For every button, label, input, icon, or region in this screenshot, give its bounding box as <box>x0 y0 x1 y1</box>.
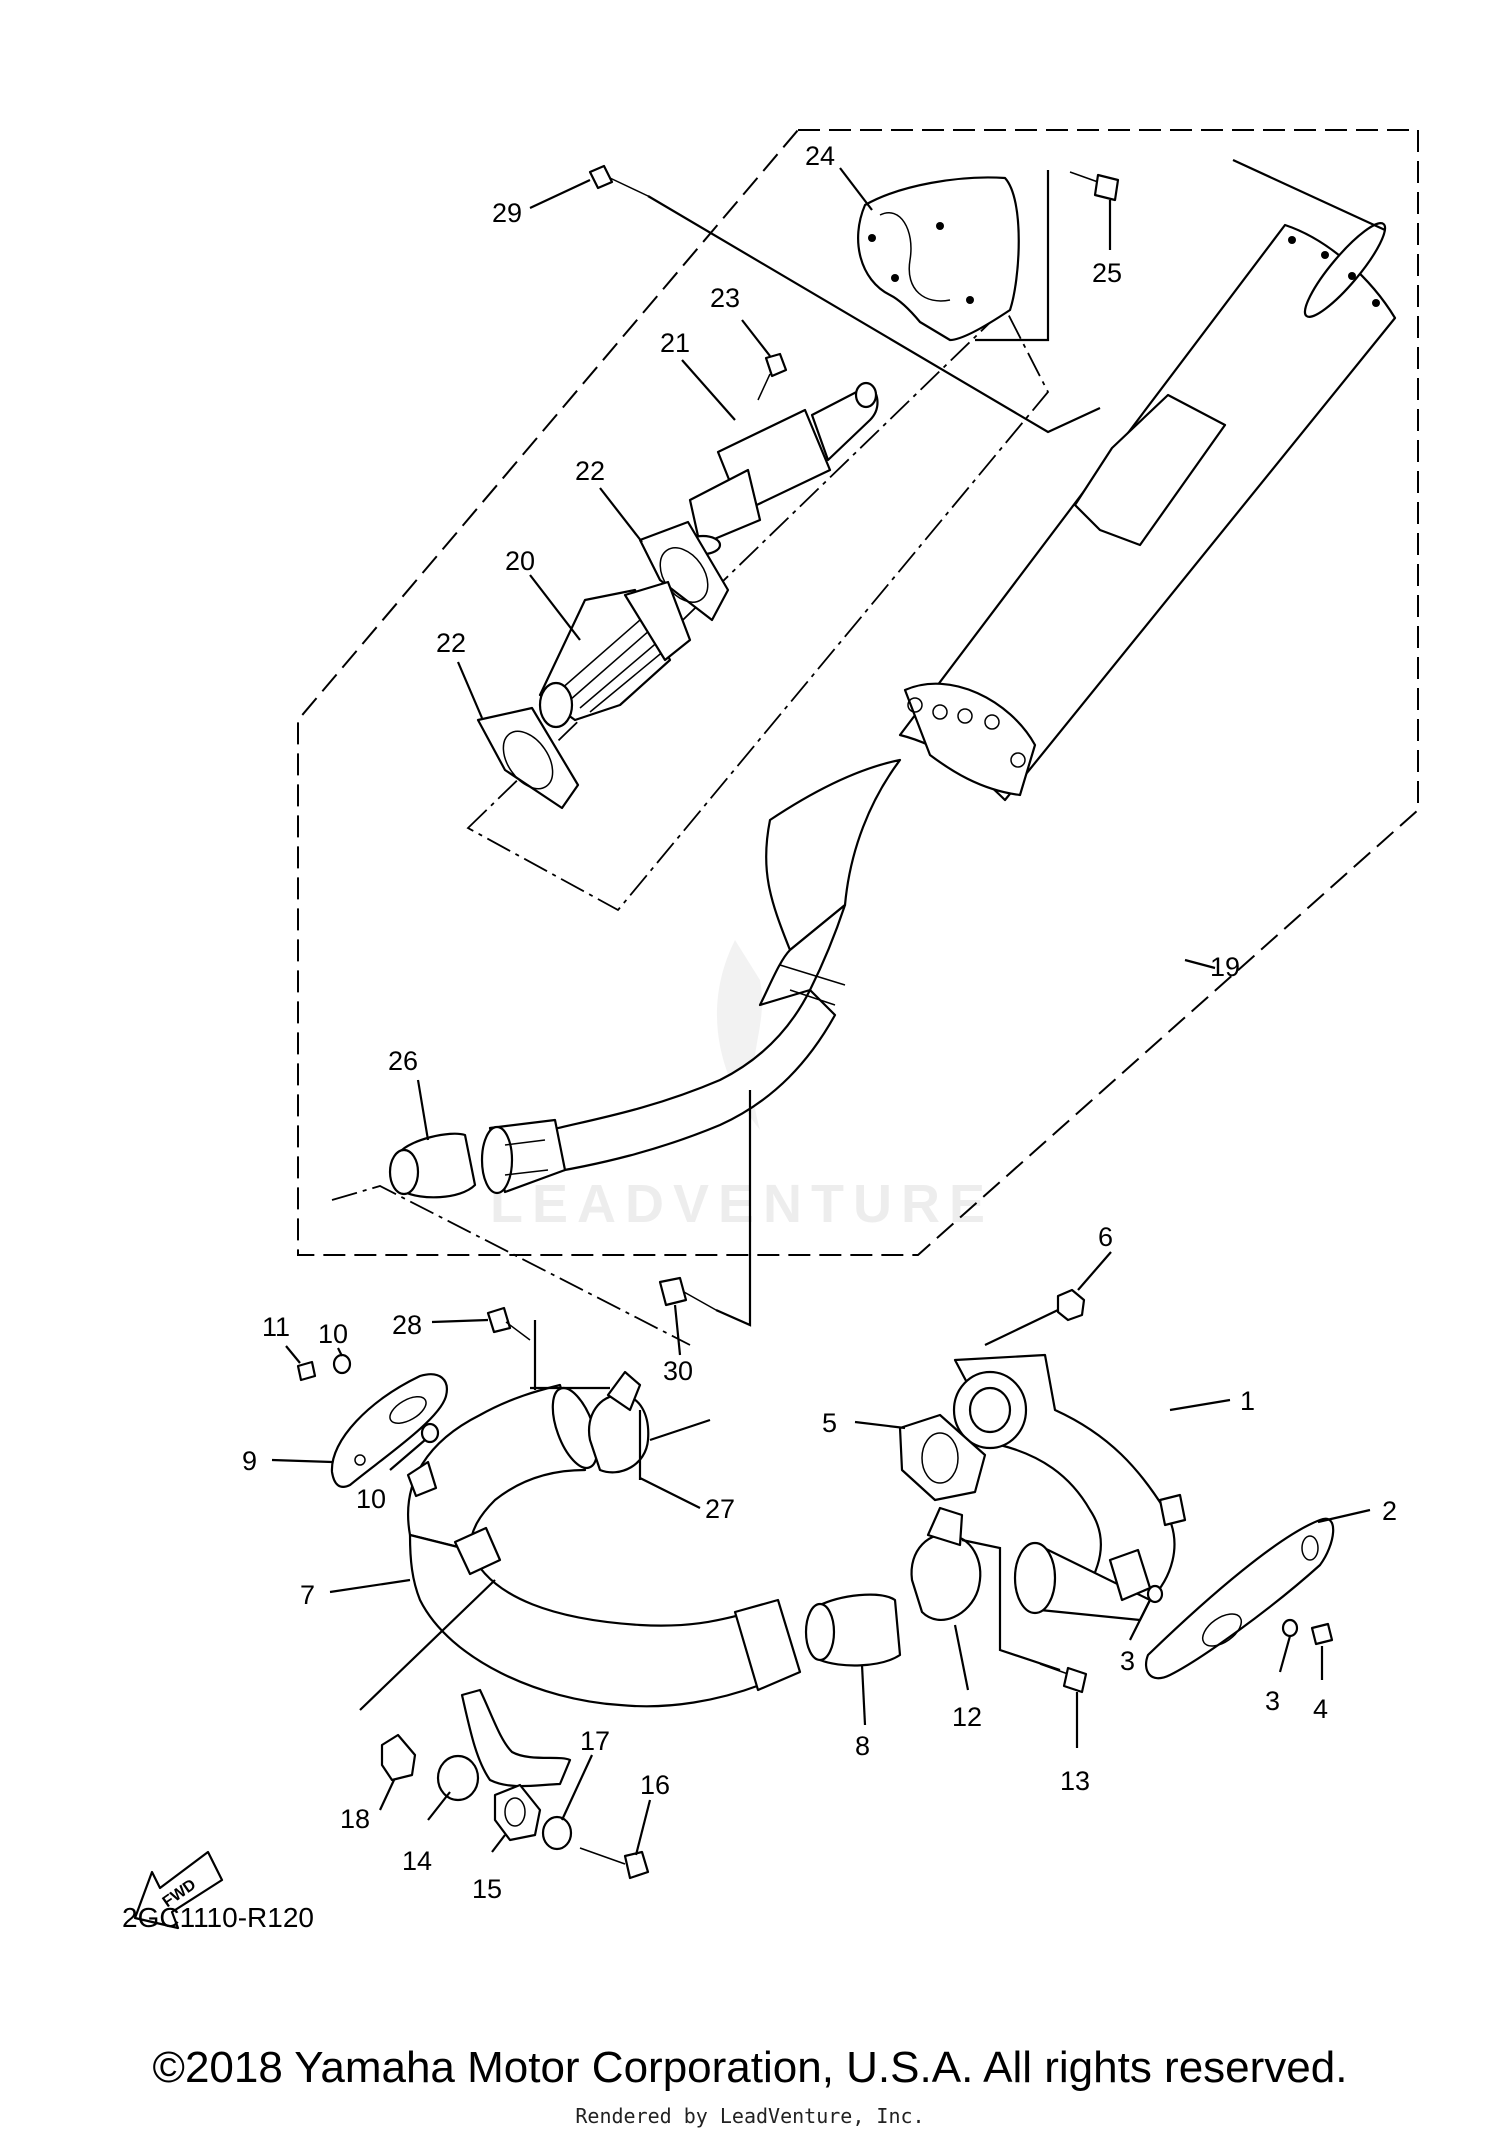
bolt-25 <box>1069 171 1120 202</box>
callout-1: 1 <box>1240 1386 1255 1416</box>
exhaust-pipe-1 <box>952 1353 1187 1622</box>
gasket-5 <box>898 1413 987 1502</box>
screw-23 <box>757 352 788 401</box>
callout-3b: 3 <box>1265 1686 1280 1716</box>
callout-3a: 3 <box>1120 1646 1135 1676</box>
bolt-13 <box>1039 1663 1088 1694</box>
callout-20: 20 <box>505 546 535 576</box>
collar-18 <box>359 1579 496 1782</box>
bolt-29 <box>588 164 649 197</box>
bolt-30 <box>658 1090 752 1327</box>
nut-6 <box>984 1288 1086 1346</box>
callout-18: 18 <box>340 1804 370 1834</box>
callout-2: 2 <box>1382 1496 1397 1526</box>
rendered-by-notice: Rendered by LeadVenture, Inc. <box>575 2104 925 2128</box>
inner-pipe-21 <box>684 381 879 556</box>
header-pipe-7 <box>406 1383 802 1708</box>
bushing-8 <box>804 1593 902 1667</box>
clamp-12 <box>910 1506 1061 1672</box>
grommet-10-lower <box>420 1422 440 1444</box>
assembly-guide-line <box>331 1185 691 1346</box>
washer-3-a <box>1146 1584 1164 1604</box>
protector-2 <box>1144 1517 1335 1680</box>
callout-24: 24 <box>805 141 835 171</box>
leader-29 <box>647 195 1101 434</box>
callout-23: 23 <box>710 283 740 313</box>
callout-26: 26 <box>388 1046 418 1076</box>
callout-11: 11 <box>262 1312 290 1342</box>
callout-17: 17 <box>580 1726 610 1756</box>
callout-30: 30 <box>663 1356 693 1386</box>
callout-10-lower: 10 <box>356 1484 386 1514</box>
svg-text:LEADVENTURE: LEADVENTURE <box>490 1174 994 1234</box>
bolt-16 <box>579 1847 650 1880</box>
joint-bushing-26 <box>388 1132 477 1199</box>
callout-12: 12 <box>952 1702 982 1732</box>
collar-15 <box>493 1783 542 1842</box>
inlet-pipe-end <box>480 1118 567 1195</box>
callout-22-lower: 22 <box>436 628 466 658</box>
leader-muffler-top <box>1232 159 1386 231</box>
callout-27: 27 <box>705 1494 735 1524</box>
callout-8: 8 <box>855 1731 870 1761</box>
callout-9: 9 <box>242 1446 257 1476</box>
callout-6: 6 <box>1098 1222 1113 1252</box>
leader-25 <box>975 170 1050 342</box>
callout-4: 4 <box>1313 1694 1328 1724</box>
end-cap-24 <box>857 176 1020 342</box>
callout-10-upper: 10 <box>318 1319 348 1349</box>
callout-7: 7 <box>300 1580 315 1610</box>
callout-19: 19 <box>1210 952 1240 982</box>
callout-25: 25 <box>1092 258 1122 288</box>
callout-14: 14 <box>402 1846 432 1876</box>
callout-labels: 1 2 3 3 4 5 6 7 8 9 10 10 11 <box>242 141 1397 1904</box>
gasket-22-lower <box>476 706 580 810</box>
copyright-notice: ©2018 Yamaha Motor Corporation, U.S.A. A… <box>152 2043 1348 2092</box>
spark-arrester-20 <box>538 580 692 729</box>
muffler-mid-pipe <box>533 758 902 1177</box>
callout-5: 5 <box>822 1408 837 1438</box>
callout-15: 15 <box>472 1874 502 1904</box>
callout-16: 16 <box>640 1770 670 1800</box>
bolt-4 <box>1310 1622 1334 1646</box>
callout-28: 28 <box>392 1310 422 1340</box>
washer-17 <box>541 1815 573 1851</box>
callout-13: 13 <box>1060 1766 1090 1796</box>
bolt-28 <box>486 1306 610 1390</box>
callout-21: 21 <box>660 328 690 358</box>
leader-clamp <box>649 1418 711 1442</box>
muffler <box>898 222 1397 802</box>
bolt-11 <box>296 1360 317 1382</box>
muffler-assembly-boundary <box>297 129 1419 1256</box>
leader-lines-small <box>285 1345 343 1364</box>
callout-29: 29 <box>492 198 522 228</box>
grommet-10-upper <box>332 1353 352 1375</box>
callout-22-upper: 22 <box>575 456 605 486</box>
protector-9 <box>330 1373 448 1488</box>
muffler-internals-boundary <box>466 306 1050 912</box>
bracket-14 <box>436 1688 572 1802</box>
washer-3-b <box>1281 1618 1299 1638</box>
diagram-code: 2GC1110-R120 <box>122 1902 314 1933</box>
exhaust-parts-diagram: LEADVENTURE <box>133 129 1419 1930</box>
clamp-27 <box>587 1370 650 1480</box>
